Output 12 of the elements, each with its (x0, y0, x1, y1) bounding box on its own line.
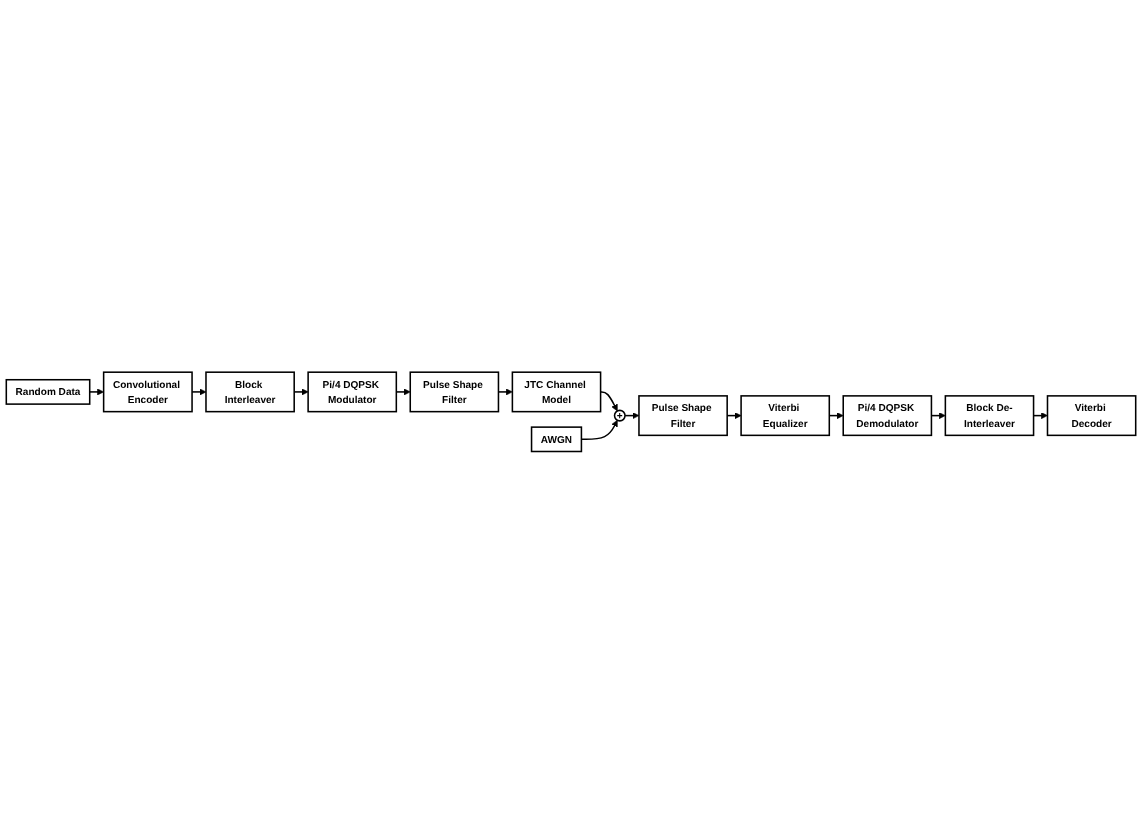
arrow (293, 387, 309, 395)
arrow (497, 387, 513, 395)
arrow (191, 387, 207, 395)
arrow (1032, 411, 1048, 419)
arrow (624, 411, 640, 419)
arrow (395, 387, 411, 395)
arrow (726, 411, 742, 419)
arrow (599, 390, 618, 411)
arrow (930, 411, 946, 419)
arrow (88, 387, 104, 395)
arrow (828, 411, 844, 419)
arrow (580, 419, 618, 440)
